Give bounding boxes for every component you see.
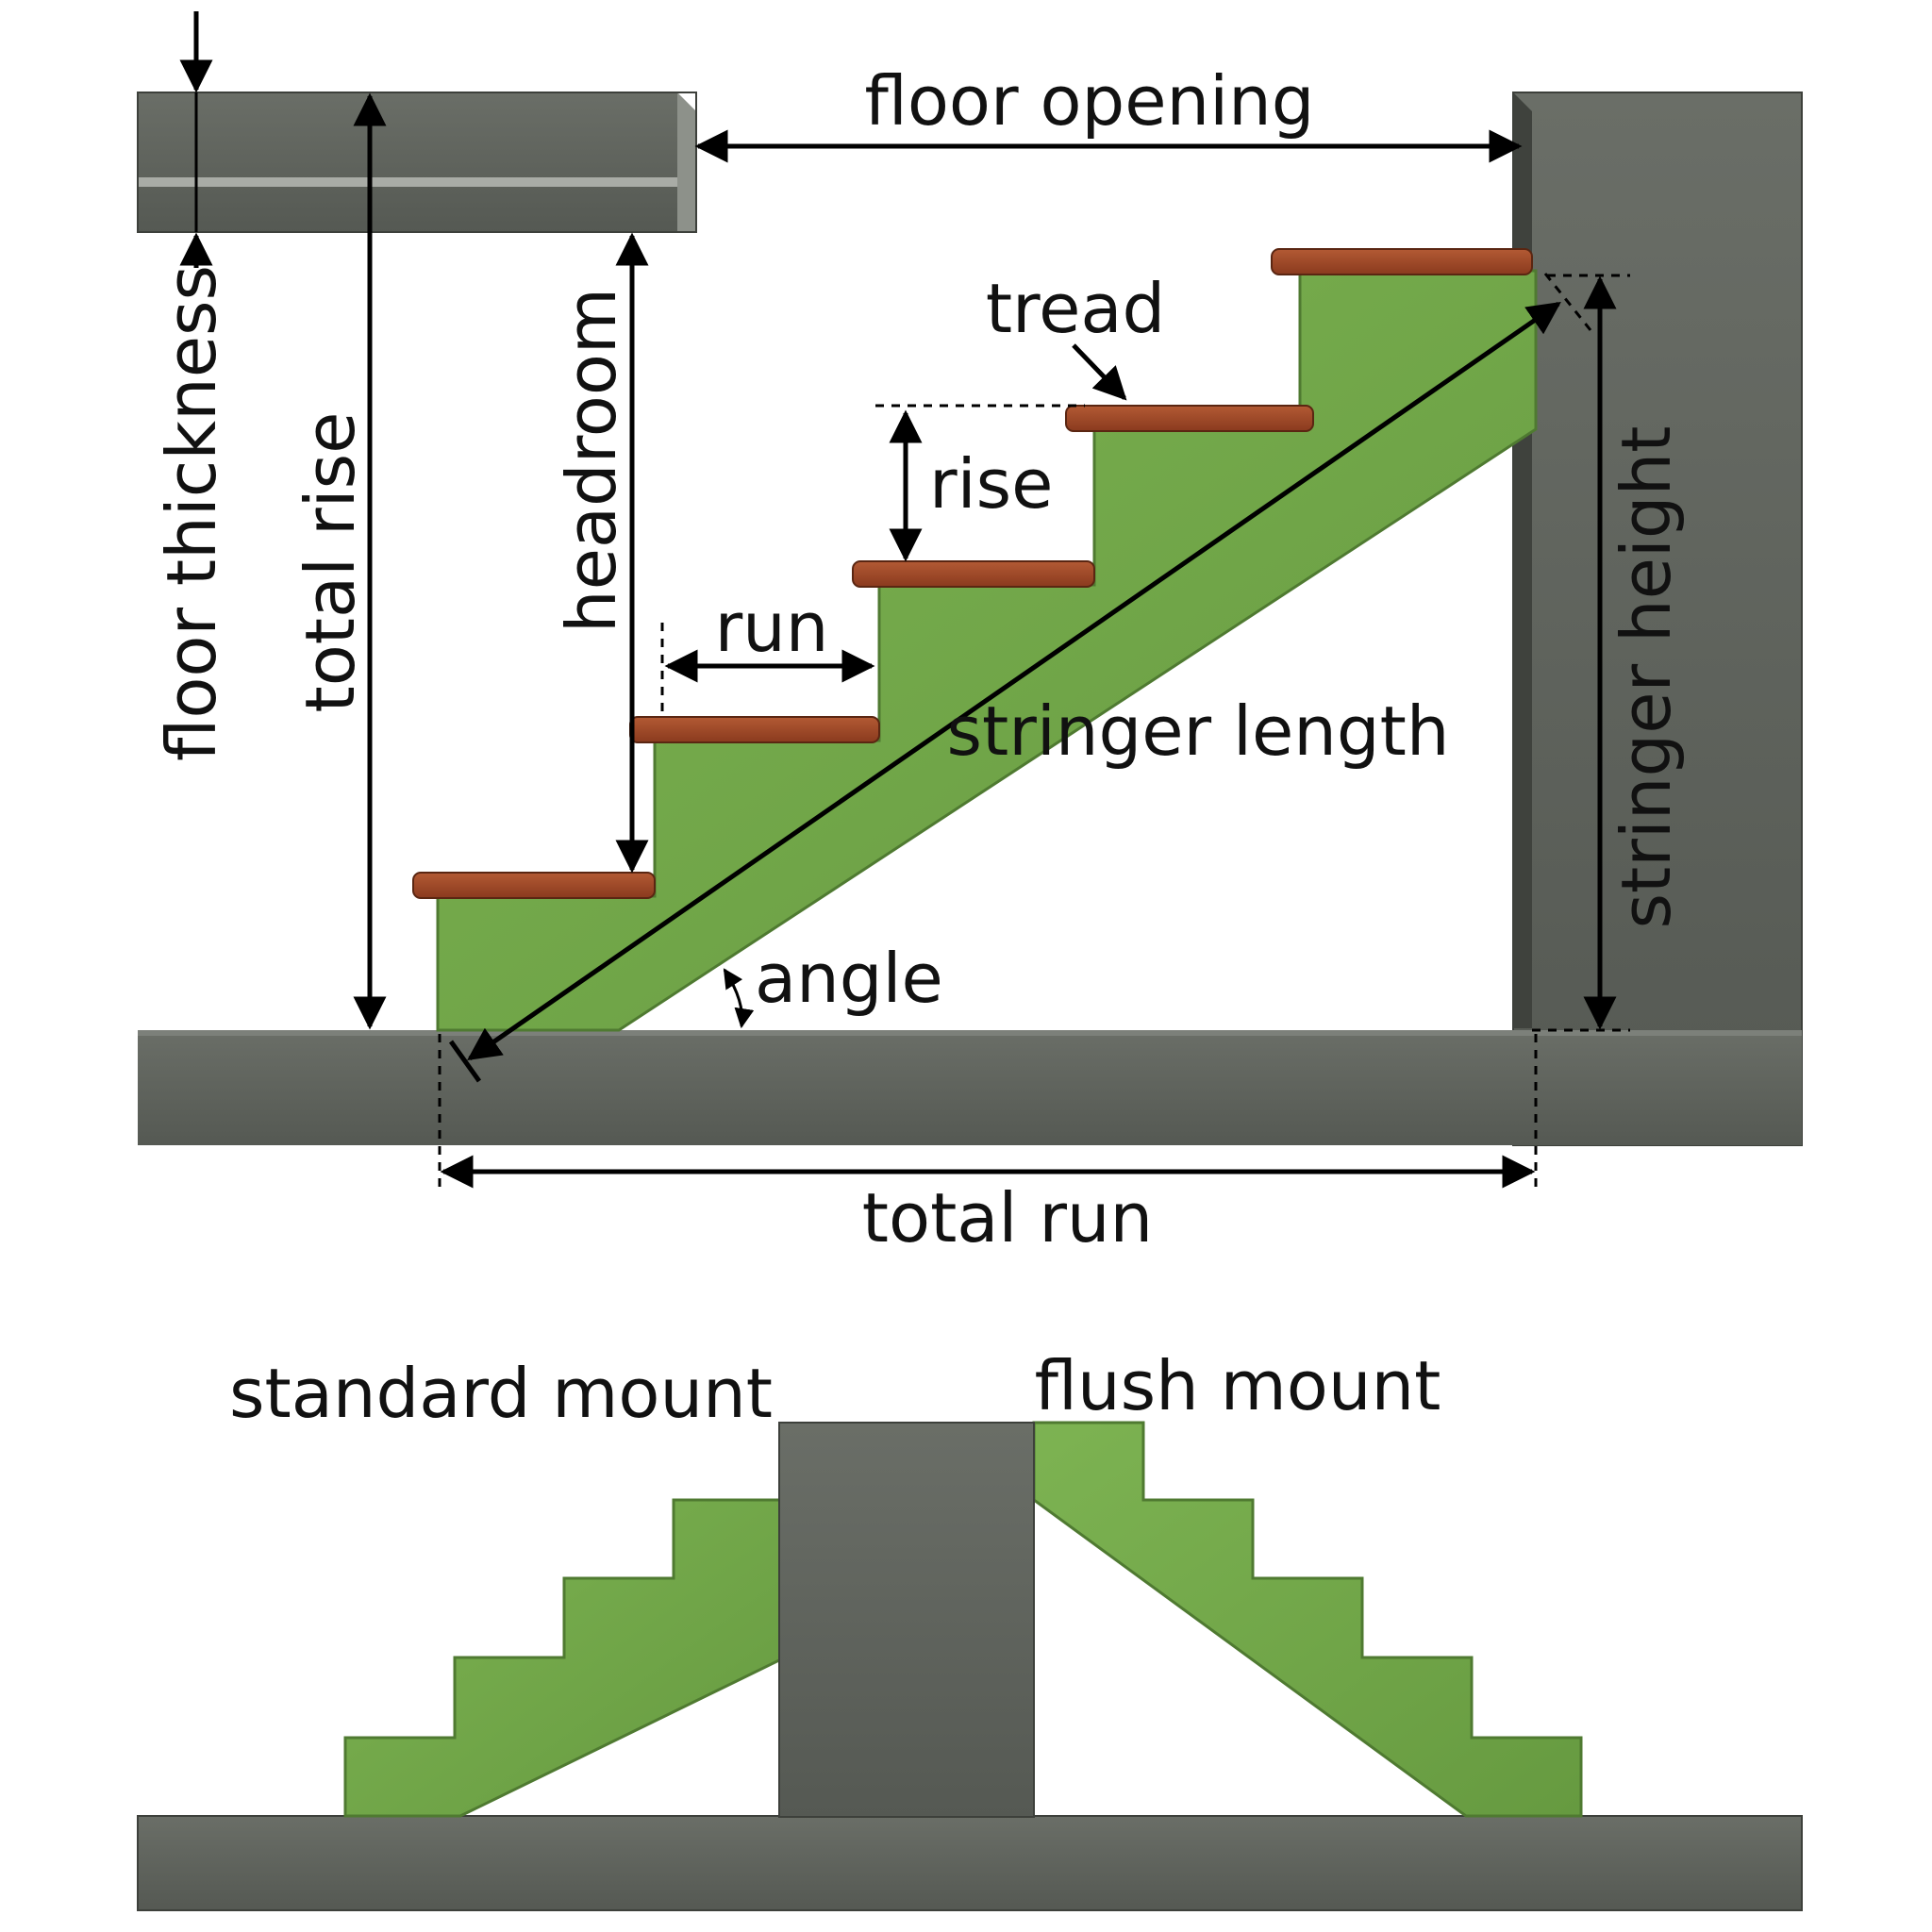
center-post [778, 1422, 1035, 1818]
run-label: run [715, 588, 829, 667]
standard-mount-label: standard mount [229, 1354, 773, 1433]
lower-ground-slab [137, 1815, 1803, 1911]
rise-label: rise [929, 444, 1053, 524]
total-run-label: total run [862, 1178, 1153, 1257]
upper-floor-slab [137, 92, 697, 233]
flush-mount-label: flush mount [1035, 1346, 1441, 1425]
tread-pointer [1072, 343, 1127, 401]
headroom-label: headroom [552, 288, 631, 633]
tread-label: tread [986, 269, 1165, 348]
flush-mount-stringer [1032, 1421, 1583, 1818]
stringer-length-label: stringer length [947, 691, 1450, 771]
stringer-height-label: stringer height [1607, 426, 1686, 929]
total-rise-label: total rise [291, 412, 370, 713]
floor-thickness-label: floor thickness [152, 265, 231, 761]
floor-opening-label: floor opening [865, 61, 1315, 141]
ground-slab [138, 1030, 1802, 1145]
angle-label: angle [755, 939, 943, 1018]
dimension-lines [179, 11, 1630, 1192]
standard-mount-stringer [343, 1498, 785, 1818]
